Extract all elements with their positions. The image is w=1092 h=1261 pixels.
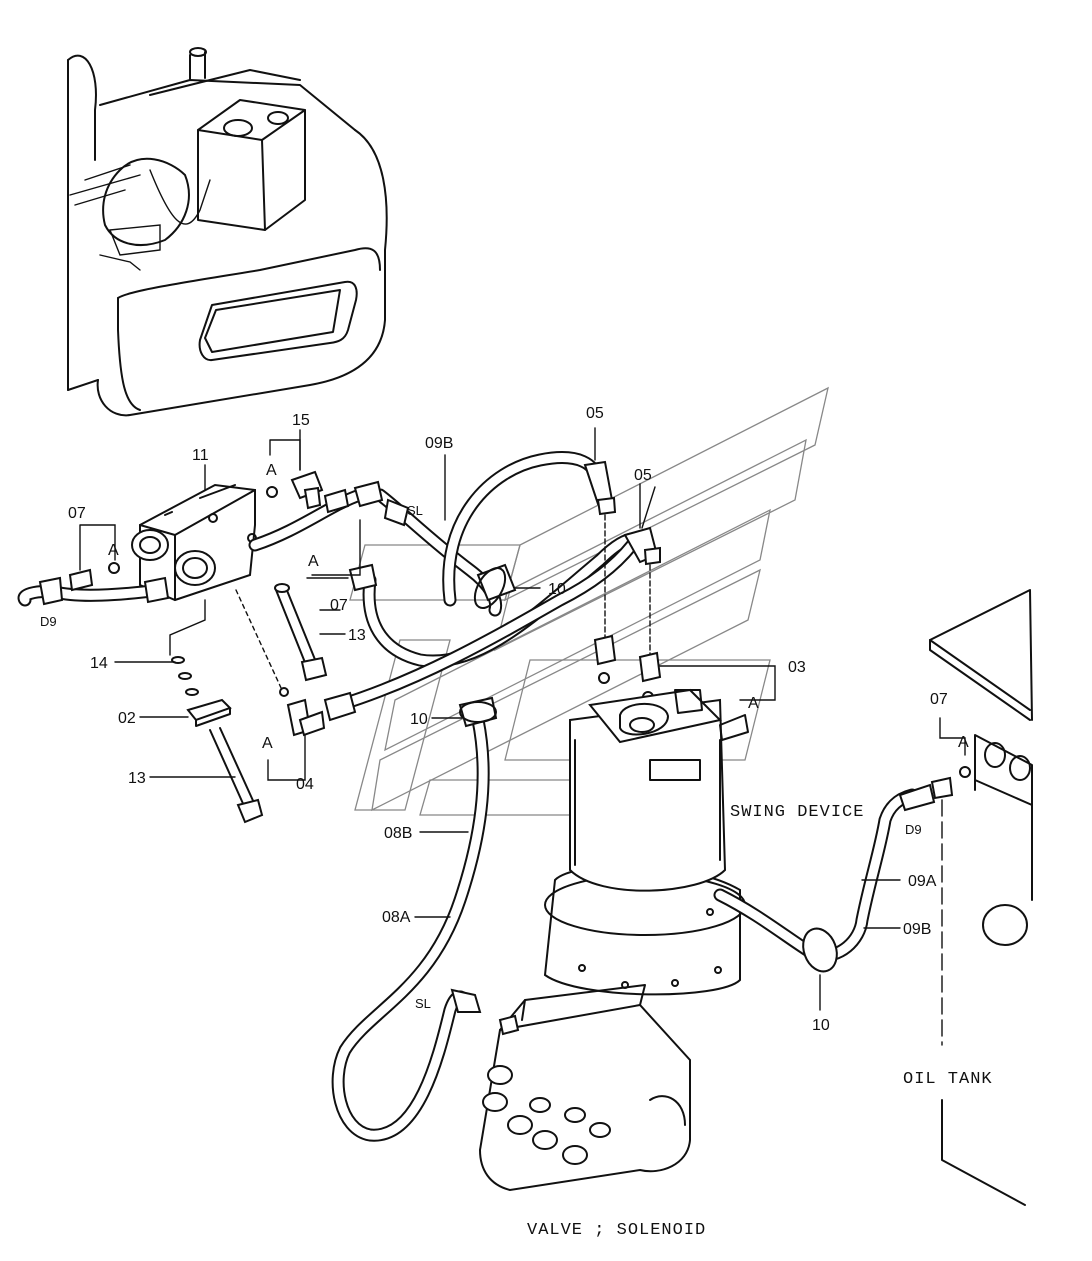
callout-a-right: A — [958, 734, 969, 751]
callout-14: 14 — [90, 655, 108, 672]
callout-a-lower: A — [262, 735, 273, 752]
callout-10-b: 10 — [410, 711, 428, 728]
hose-09-right — [713, 766, 971, 973]
callout-08b: 08B — [384, 825, 412, 842]
elbow-05-pair — [583, 427, 661, 656]
oil-tank-illustration — [929, 589, 1033, 1206]
callout-09a: 09A — [908, 873, 937, 890]
callout-05-a: 05 — [586, 405, 604, 422]
callout-15: 15 — [292, 412, 310, 429]
callout-07-right: 07 — [930, 691, 948, 708]
callout-10-c: 10 — [812, 1017, 830, 1034]
callout-13-a: 13 — [348, 627, 366, 644]
callout-07-left: 07 — [68, 505, 86, 522]
callout-a-mid: A — [308, 553, 319, 570]
hose-08-loop — [331, 696, 498, 1142]
callout-a-03: A — [748, 695, 759, 712]
hose-d9-left — [17, 576, 170, 607]
machine-body-illustration — [67, 47, 388, 417]
callout-11: 11 — [192, 447, 209, 464]
callout-labels: 15 11 09B 05 05 07 07 07 D9 D9 13 13 14 … — [40, 405, 969, 1034]
callout-sl-top: SL — [407, 503, 423, 518]
callout-05-b: 05 — [634, 467, 652, 484]
callout-02: 02 — [118, 710, 136, 727]
callout-sl-bottom: SL — [415, 996, 431, 1011]
bolt-13-upper — [274, 583, 328, 682]
callout-a-top: A — [266, 462, 277, 479]
fitting-07-left — [68, 524, 120, 592]
solenoid-valve-block — [131, 483, 257, 602]
bolt-13-lower — [209, 727, 264, 824]
callout-10-a: 10 — [548, 581, 566, 598]
orings-and-plate — [169, 599, 232, 727]
swing-device-illustration — [543, 688, 749, 996]
callout-08a: 08A — [382, 909, 411, 926]
callout-04: 04 — [296, 776, 314, 793]
hose-09b-upper — [248, 451, 647, 722]
callout-09b-top: 09B — [425, 435, 453, 452]
fitting-03-pair — [593, 634, 776, 703]
callout-a-left: A — [108, 542, 119, 559]
label-swing-device: SWING DEVICE — [730, 803, 864, 822]
label-oil-tank: OIL TANK — [903, 1070, 993, 1089]
leader-lines — [114, 429, 901, 1011]
callout-07-mid: 07 — [330, 597, 348, 614]
control-valve-illustration — [478, 984, 691, 1192]
callout-13-b: 13 — [128, 770, 146, 787]
fitting-04 — [267, 687, 326, 781]
callout-d9-left: D9 — [40, 614, 57, 629]
dashed-leader-04 — [235, 589, 283, 691]
callout-d9-right: D9 — [905, 822, 922, 837]
callout-03: 03 — [788, 659, 806, 676]
callout-09b-right: 09B — [903, 921, 931, 938]
diagram-caption: VALVE ; SOLENOID — [527, 1221, 706, 1240]
